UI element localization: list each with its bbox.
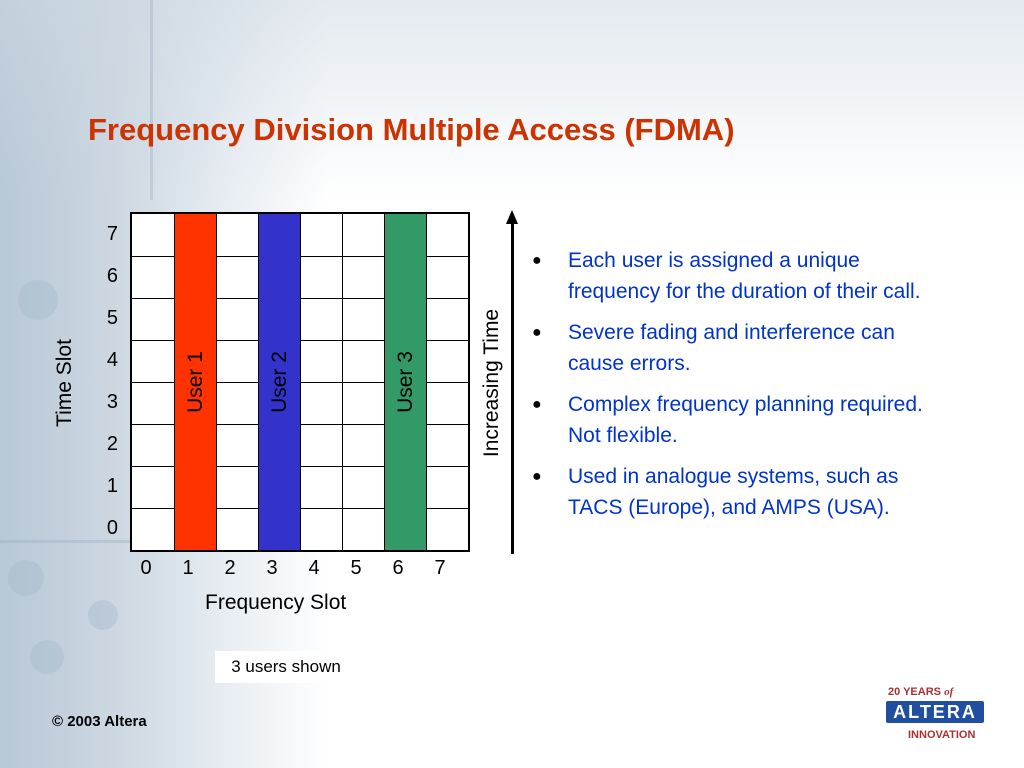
- bullet-item: ● Severe fading and interference can caus…: [530, 317, 950, 379]
- user-label: User 2: [267, 351, 291, 413]
- x-tick-label: 0: [140, 557, 152, 579]
- y-tick-label: 5: [106, 307, 118, 329]
- y-tick-label: 0: [106, 517, 118, 539]
- y-axis-label: Time Slot: [53, 339, 76, 427]
- bullet-icon: ●: [532, 396, 542, 413]
- background-decoration: [0, 540, 160, 543]
- x-axis-label: Frequency Slot: [205, 591, 347, 614]
- x-tick-label: 1: [182, 557, 194, 579]
- y-tick-label: 7: [106, 223, 118, 245]
- background-decoration: [18, 280, 58, 320]
- x-tick-label: 7: [434, 557, 446, 579]
- logo-tagline: INNOVATION: [908, 729, 976, 741]
- bullet-list: ● Each user is assigned a unique frequenc…: [530, 245, 950, 533]
- copyright-text: © 2003 Altera: [52, 713, 147, 730]
- arrow-label: Increasing Time: [480, 308, 503, 458]
- bullet-text: Each user is assigned a unique frequency…: [568, 249, 921, 303]
- x-tick-label: 3: [266, 557, 278, 579]
- y-tick-label: 6: [106, 265, 118, 287]
- y-tick-label: 4: [106, 349, 118, 371]
- logo-years: 20 YEARS of: [888, 686, 954, 698]
- user-label: User 1: [183, 351, 207, 413]
- background-decoration: [30, 640, 64, 674]
- x-tick-label: 4: [308, 557, 320, 579]
- x-tick-label: 6: [392, 557, 404, 579]
- users-note: 3 users shown: [215, 651, 357, 683]
- background-decoration: [8, 560, 44, 596]
- x-tick-label: 2: [224, 557, 236, 579]
- x-tick-label: 5: [350, 557, 362, 579]
- bullet-text: Used in analogue systems, such as TACS (…: [568, 465, 899, 519]
- bullet-item: ● Each user is assigned a unique frequenc…: [530, 245, 950, 307]
- bullet-icon: ●: [532, 468, 542, 485]
- logo-brand: ALTERA: [886, 701, 984, 723]
- time-arrow-shaft: [511, 222, 514, 554]
- slide-title: Frequency Division Multiple Access (FDMA…: [88, 112, 735, 147]
- y-tick-label: 2: [106, 433, 118, 455]
- user-frequency-band: User 2: [258, 214, 301, 550]
- bullet-icon: ●: [532, 252, 542, 269]
- altera-logo: 20 YEARS of ALTERA INNOVATION: [882, 686, 992, 746]
- user-label: User 3: [393, 351, 417, 413]
- user-frequency-band: User 1: [174, 214, 217, 550]
- bullet-text: Complex frequency planning required. Not…: [568, 393, 923, 447]
- user-frequency-band: User 3: [384, 214, 427, 550]
- y-tick-label: 1: [106, 475, 118, 497]
- background-top-fade: [0, 0, 1024, 200]
- background-decoration: [88, 600, 118, 630]
- bullet-item: ● Complex frequency planning required. No…: [530, 389, 950, 451]
- fdma-grid: User 1 User 2 User 3: [130, 212, 470, 552]
- bullet-item: ● Used in analogue systems, such as TACS …: [530, 461, 950, 523]
- background-decoration: [150, 0, 153, 200]
- y-tick-label: 3: [106, 391, 118, 413]
- bullet-icon: ●: [532, 324, 542, 341]
- time-arrow-head: [506, 210, 518, 224]
- bullet-text: Severe fading and interference can cause…: [568, 321, 895, 375]
